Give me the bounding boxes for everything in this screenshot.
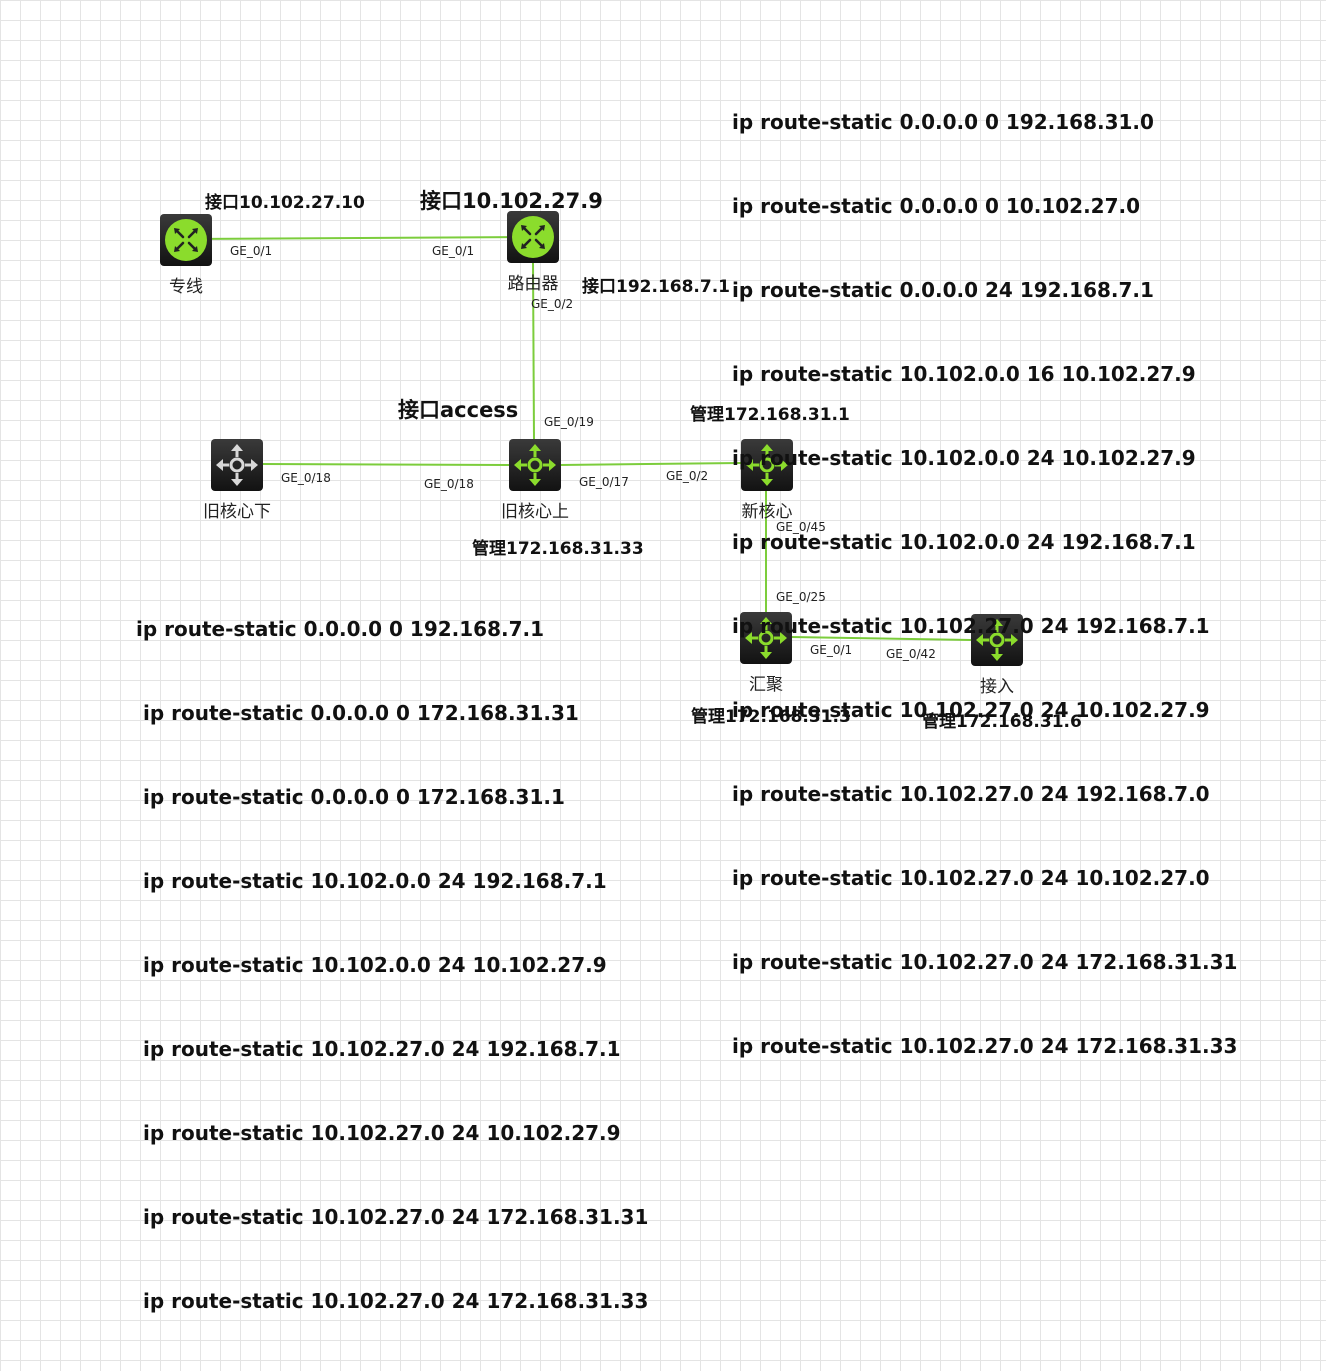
device-line[interactable]: 专线 [160, 214, 212, 297]
port-label-router-ge01: GE_0/1 [432, 244, 475, 258]
device-name-aggregation: 汇聚 [749, 675, 783, 695]
link-oldcorelow-oldcoreup [261, 463, 510, 466]
route-line: ip route-static 10.102.0.0 24 192.168.7.… [136, 869, 607, 893]
note-router-interface: 接口10.102.27.9 [420, 189, 603, 213]
router-icon [165, 219, 207, 261]
core-route-config: ip route-static 0.0.0.0 0 192.168.7.1 ip… [136, 559, 648, 1371]
route-line: ip route-static 0.0.0.0 0 172.168.31.1 [136, 785, 565, 809]
note-router-interface-2: 接口192.168.7.1 [582, 277, 731, 297]
note-mgmt-new-core: 管理172.168.31.1 [690, 405, 850, 425]
route-line: ip route-static 0.0.0.0 24 192.168.7.1 [732, 278, 1154, 302]
router-icon [512, 216, 554, 258]
route-line: ip route-static 0.0.0.0 0 10.102.27.0 [732, 194, 1141, 218]
note-mgmt-old-core-up: 管理172.168.31.33 [472, 539, 644, 559]
device-name-access: 接入 [980, 677, 1014, 697]
router-route-config: ip route-static 0.0.0.0 0 192.168.31.0 i… [732, 52, 1237, 1116]
route-line: ip route-static 10.102.27.0 24 172.168.3… [732, 1034, 1238, 1058]
device-name-new-core: 新核心 [741, 502, 793, 522]
link-line-router [185, 236, 534, 240]
device-body [160, 214, 212, 266]
device-aggregation[interactable]: 汇聚 [740, 612, 792, 695]
route-line: ip route-static 10.102.27.0 24 172.168.3… [136, 1289, 649, 1313]
route-line: ip route-static 10.102.27.0 24 10.102.27… [732, 698, 1210, 722]
port-label-agg-ge025: GE_0/25 [776, 590, 826, 604]
route-line: ip route-static 10.102.27.0 24 10.102.27… [136, 1121, 621, 1145]
route-line: ip route-static 10.102.0.0 24 192.168.7.… [732, 530, 1196, 554]
port-label-oldup-ge017: GE_0/17 [579, 475, 629, 489]
l3-switch-icon [746, 444, 788, 486]
route-line: ip route-static 10.102.27.0 24 172.168.3… [732, 950, 1238, 974]
device-body [741, 439, 793, 491]
route-line: ip route-static 10.102.27.0 24 192.168.7… [732, 614, 1210, 638]
port-label-oldlow-ge018: GE_0/18 [281, 471, 331, 485]
device-body [211, 439, 263, 491]
port-label-oldup-ge018: GE_0/18 [424, 477, 474, 491]
topology-diagram: 专线 路由器 [136, 110, 1237, 1313]
note-line-interface: 接口10.102.27.10 [205, 193, 365, 213]
link-oldcoreup-newcore [559, 462, 742, 466]
route-line: ip route-static 10.102.27.0 24 192.168.7… [732, 782, 1210, 806]
route-line: ip route-static 10.102.0.0 24 10.102.27.… [136, 953, 607, 977]
links-layer [185, 236, 972, 641]
port-label-router-ge02: GE_0/2 [531, 297, 574, 311]
route-line: ip route-static 10.102.27.0 24 192.168.7… [136, 1037, 621, 1061]
device-name-line: 专线 [169, 277, 203, 297]
l3-switch-icon [514, 444, 556, 486]
port-label-oldup-ge019: GE_0/19 [544, 415, 594, 429]
link-router-oldcoreup [532, 261, 535, 441]
note-access-interface: 接口access [398, 398, 519, 422]
route-line: ip route-static 10.102.0.0 24 10.102.27.… [732, 446, 1196, 470]
l3-switch-icon [745, 617, 787, 659]
note-mgmt-aggregation: 管理172.168.31.3 [691, 707, 851, 727]
route-line: ip route-static 0.0.0.0 0 192.168.31.0 [732, 110, 1154, 134]
note-mgmt-access: 管理172.168.31.6 [922, 712, 1082, 732]
port-label-agg-ge01: GE_0/1 [810, 643, 853, 657]
l3-switch-icon [216, 444, 258, 486]
port-label-newcore-ge045: GE_0/45 [776, 520, 826, 534]
device-new-core[interactable]: 新核心 [741, 439, 793, 522]
port-label-line-ge01: GE_0/1 [230, 244, 273, 258]
port-label-access-ge042: GE_0/42 [886, 647, 936, 661]
route-line: ip route-static 10.102.0.0 16 10.102.27.… [732, 362, 1196, 386]
port-label-newcore-ge02: GE_0/2 [666, 469, 709, 483]
device-old-core-up[interactable]: 旧核心上 [501, 439, 569, 522]
device-body [509, 439, 561, 491]
link-aggregation-access [790, 636, 972, 641]
device-access[interactable]: 接入 [971, 614, 1023, 697]
device-old-core-low[interactable]: 旧核心下 [203, 439, 271, 522]
device-name-old-core-up: 旧核心上 [501, 502, 569, 522]
device-body [507, 211, 559, 263]
route-line: ip route-static 10.102.27.0 24 172.168.3… [136, 1205, 649, 1229]
route-line: ip route-static 10.102.27.0 24 10.102.27… [732, 866, 1210, 890]
device-body [740, 612, 792, 664]
route-line: ip route-static 0.0.0.0 0 192.168.7.1 [136, 617, 545, 641]
route-line: ip route-static 0.0.0.0 0 172.168.31.31 [136, 701, 579, 725]
device-name-router: 路由器 [507, 274, 559, 294]
device-body [971, 614, 1023, 666]
l3-switch-icon [976, 619, 1018, 661]
device-name-old-core-low: 旧核心下 [203, 502, 271, 522]
device-router[interactable]: 路由器 [507, 211, 559, 294]
